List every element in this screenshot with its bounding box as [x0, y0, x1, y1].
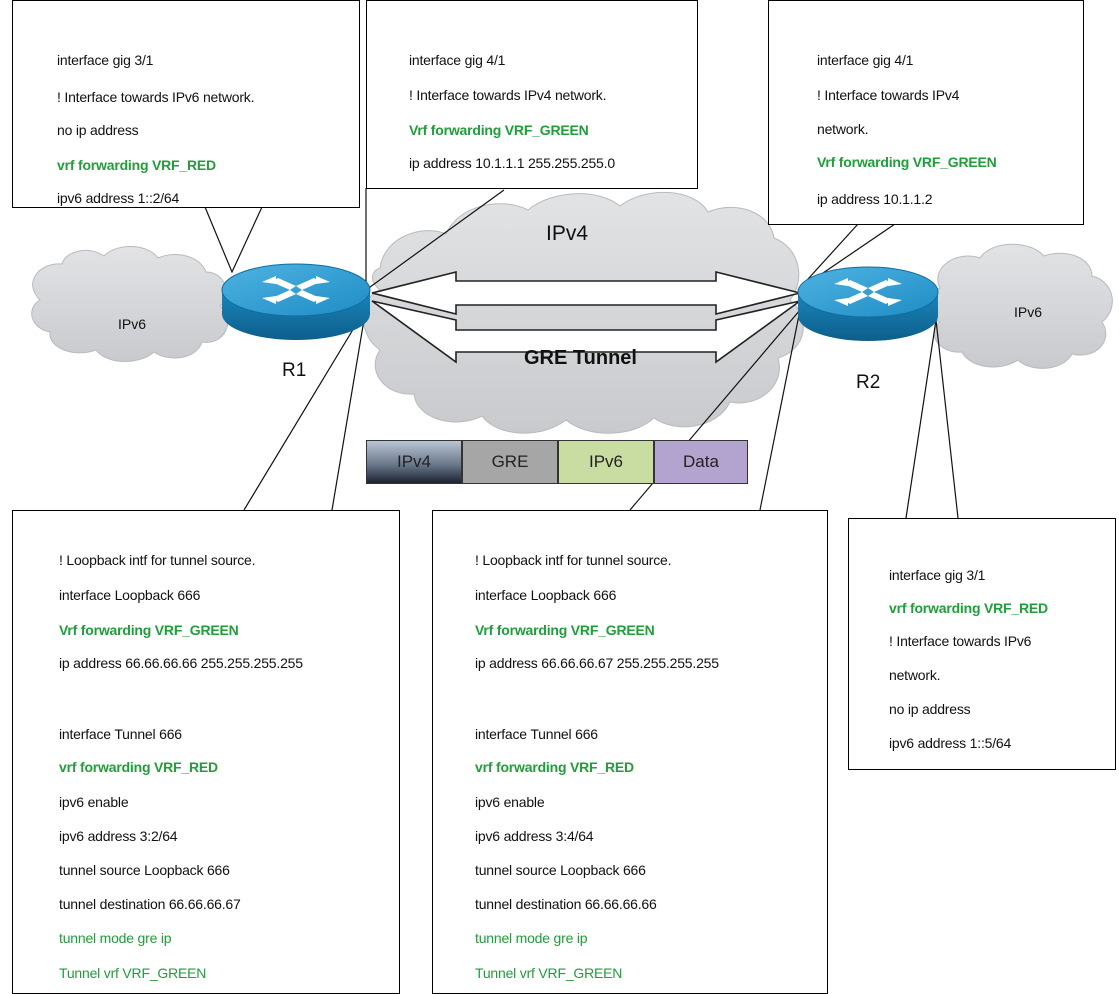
config-line: interface gig 3/1 [57, 52, 154, 68]
config-line: ipv6 address 3:2/64 [59, 828, 178, 844]
config-line-vrf: vrf forwarding VRF_RED [475, 759, 634, 775]
config-line: interface gig 3/1 [889, 567, 986, 583]
config-line: ipv6 address 1::5/64 [889, 735, 1012, 751]
config-line: no ip address [57, 122, 139, 138]
config-line: ! Interface towards IPv6 network. [57, 89, 255, 105]
r2-gig31-config-box: interface gig 3/1 vrf forwarding VRF_RED… [848, 518, 1116, 770]
config-line: ip address 10.1.1.1 255.255.255.0 [409, 155, 615, 171]
config-line: ipv6 enable [59, 794, 129, 810]
config-line-tunnel-vrf: Tunnel vrf VRF_GREEN [59, 965, 207, 981]
r2-tunnel-config-box: ! Loopback intf for tunnel source. inter… [432, 510, 828, 994]
config-line: ! Interface towards IPv4 network. [409, 87, 607, 103]
left-cloud-label: IPv6 [118, 316, 147, 332]
config-line: interface gig 4/1 [817, 52, 914, 68]
config-line: no ip address [889, 701, 971, 717]
config-line: interface Loopback 666 [475, 587, 617, 603]
config-line: ! Interface towards IPv6 [889, 633, 1032, 649]
gre-tunnel-label: GRE Tunnel [524, 347, 637, 369]
config-line: tunnel source Loopback 666 [475, 862, 646, 878]
router-r2 [797, 266, 939, 341]
router-r1 [221, 263, 371, 340]
router-r2-label: R2 [856, 372, 881, 393]
packet-data: Data [654, 440, 748, 484]
config-line: ! Loopback intf for tunnel source. [59, 552, 256, 568]
config-line: ipv6 address 1::2/64 [57, 190, 180, 206]
config-line-vrf: vrf forwarding VRF_RED [59, 759, 218, 775]
config-line: interface gig 4/1 [409, 52, 506, 68]
config-line: tunnel destination 66.66.66.66 [475, 896, 657, 912]
right-ipv6-cloud [926, 243, 1113, 369]
config-line: ip address 66.66.66.66 255.255.255.255 [59, 655, 303, 671]
router-r1-label: R1 [282, 360, 307, 381]
config-line-vrf: vrf forwarding VRF_RED [889, 600, 1048, 616]
config-line-vrf: Vrf forwarding VRF_GREEN [475, 622, 655, 638]
r1-gig41-config-box: interface gig 4/1 ! Interface towards IP… [366, 0, 698, 189]
packet-ipv4: IPv4 [366, 440, 462, 484]
config-line: interface Tunnel 666 [59, 726, 182, 742]
ipv4-cloud-label: IPv4 [546, 222, 589, 245]
config-line-vrf: Vrf forwarding VRF_GREEN [59, 622, 239, 638]
config-line-tunnel-vrf: Tunnel vrf VRF_GREEN [475, 965, 623, 981]
config-line: tunnel destination 66.66.66.67 [59, 896, 241, 912]
packet-ipv6: IPv6 [558, 440, 654, 484]
config-line: network. [889, 667, 941, 683]
config-line: interface Loopback 666 [59, 587, 201, 603]
packet-gre: GRE [462, 440, 558, 484]
config-line-tunnel-mode: tunnel mode gre ip [59, 930, 172, 946]
config-line-tunnel-mode: tunnel mode gre ip [475, 930, 588, 946]
config-line: ipv6 address 3:4/64 [475, 828, 594, 844]
r1-tunnel-config-box: ! Loopback intf for tunnel source. inter… [12, 510, 400, 994]
config-line: ip address 66.66.66.67 255.255.255.255 [475, 655, 719, 671]
config-line: ! Interface towards IPv4 [817, 87, 960, 103]
ipv4-cloud [363, 191, 804, 434]
r1-gig31-config-box: interface gig 3/1 ! Interface towards IP… [12, 0, 360, 208]
r2-gig41-config-box: interface gig 4/1 ! Interface towards IP… [768, 0, 1084, 225]
config-line: ipv6 enable [475, 794, 545, 810]
config-line: interface Tunnel 666 [475, 726, 598, 742]
left-ipv6-cloud [31, 245, 229, 363]
config-line: tunnel source Loopback 666 [59, 862, 230, 878]
config-line-vrf: Vrf forwarding VRF_GREEN [817, 154, 997, 170]
config-line-vrf: Vrf forwarding VRF_GREEN [409, 122, 589, 138]
config-line: network. [817, 121, 869, 137]
right-cloud-label: IPv6 [1014, 304, 1043, 320]
config-line-vrf: vrf forwarding VRF_RED [57, 157, 216, 173]
config-line: ip address 10.1.1.2 [817, 191, 933, 207]
config-line: ! Loopback intf for tunnel source. [475, 552, 672, 568]
